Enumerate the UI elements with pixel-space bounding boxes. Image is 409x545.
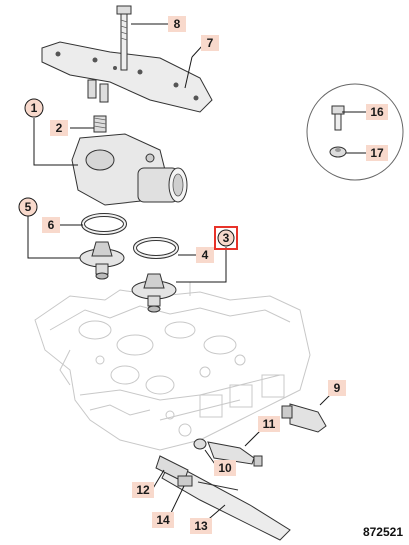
- svg-text:17: 17: [370, 146, 384, 160]
- svg-text:9: 9: [334, 381, 341, 395]
- label-13: 13: [190, 518, 212, 534]
- svg-text:10: 10: [218, 461, 232, 475]
- svg-text:1: 1: [31, 101, 38, 115]
- figure-number: 872521: [362, 525, 403, 539]
- svg-text:4: 4: [202, 248, 209, 262]
- svg-text:11: 11: [263, 417, 276, 431]
- sensor-11: [207, 441, 263, 467]
- detail-inset: [306, 83, 404, 181]
- hose-assembly: [155, 455, 291, 541]
- svg-text:12: 12: [136, 483, 150, 497]
- callout-5: 5: [18, 197, 38, 217]
- label-10: 10: [214, 460, 236, 476]
- svg-text:14: 14: [156, 513, 170, 527]
- label-9: 9: [328, 380, 346, 396]
- label-6: 6: [42, 217, 60, 233]
- callout-1: 1: [24, 98, 44, 118]
- long-bolt: [116, 5, 132, 71]
- sensor-9: [281, 403, 327, 433]
- svg-text:5: 5: [25, 200, 32, 214]
- label-7: 7: [201, 35, 219, 51]
- label-2: 2: [50, 120, 68, 136]
- svg-text:2: 2: [56, 121, 63, 135]
- thermostat-left: [79, 241, 125, 280]
- label-8: 8: [168, 16, 186, 32]
- seal-ring-left: [81, 213, 127, 235]
- label-4: 4: [196, 247, 214, 263]
- mounting-plate: [41, 41, 213, 113]
- thermostat-right: [131, 273, 177, 313]
- svg-text:7: 7: [207, 36, 214, 50]
- label-12: 12: [132, 482, 154, 498]
- svg-text:8: 8: [174, 17, 181, 31]
- svg-text:3: 3: [223, 231, 230, 245]
- svg-text:13: 13: [194, 519, 208, 533]
- callout-3-highlighted: 3: [214, 226, 238, 250]
- label-17: 17: [366, 145, 388, 161]
- nut-10: [193, 438, 207, 450]
- svg-text:6: 6: [48, 218, 55, 232]
- label-14: 14: [152, 512, 174, 528]
- label-16: 16: [366, 104, 388, 120]
- svg-text:16: 16: [370, 105, 384, 119]
- thermostat-housing: [71, 115, 188, 206]
- label-11: 11: [258, 416, 280, 432]
- seal-ring-right: [133, 237, 179, 259]
